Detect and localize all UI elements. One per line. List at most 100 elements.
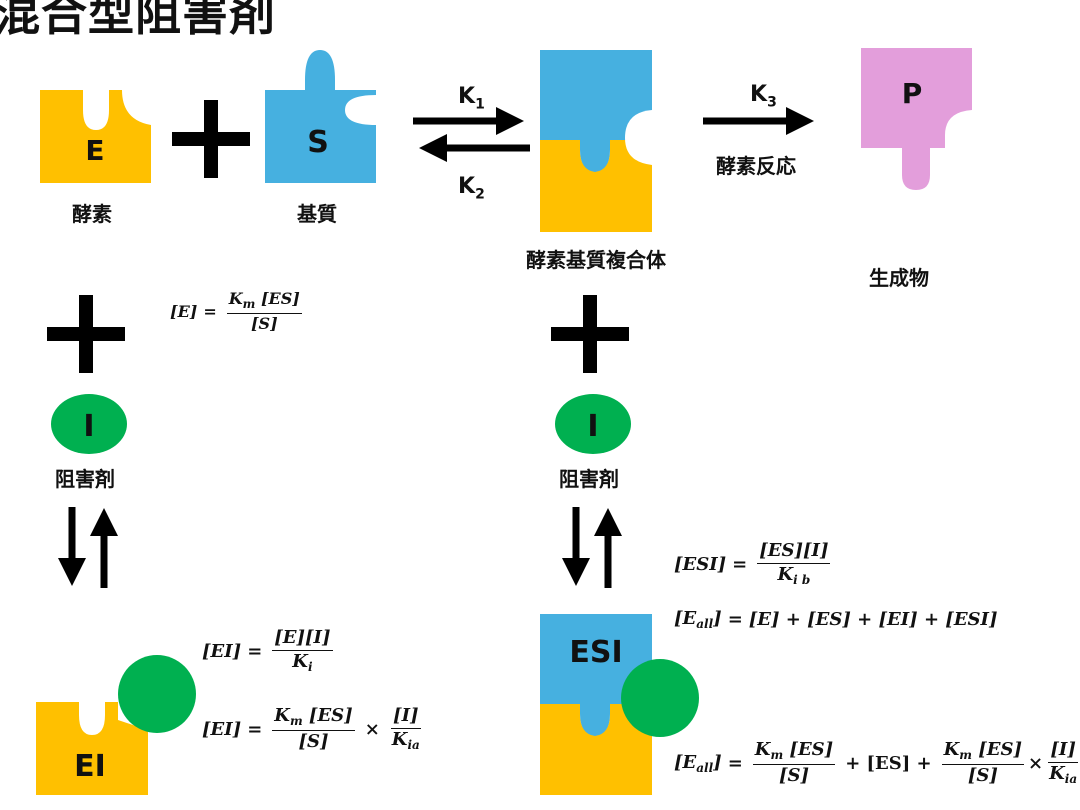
eq-ei2-k2sub: ia — [407, 737, 420, 752]
equals-sign: = — [247, 718, 263, 740]
eq-ei2-k: K — [274, 705, 290, 726]
label-inhibitor-right: 阻害剤 — [559, 467, 619, 491]
product-letter: P — [902, 77, 923, 110]
page-title: 混合型阻害剤 — [0, 0, 276, 41]
eq-ei2-ksub: m — [289, 714, 303, 728]
complex-substrate-tongue — [580, 140, 610, 172]
label-inhibitor-left: 阻害剤 — [55, 467, 115, 491]
eq-eall1-rhs: [E] + [ES] + [EI] + [ESI] — [748, 609, 998, 630]
label-reaction: 酵素反応 — [716, 154, 796, 178]
eq-eall2-k3sub: m — [959, 748, 972, 762]
plus-icon-vertical — [204, 100, 218, 178]
eq-e-free-num: Km [ES] — [226, 289, 302, 314]
eq-esi-ksub: i b — [793, 572, 811, 587]
equation-ei-1: [EI] = [E][I] Ki — [202, 627, 337, 675]
rate-k3-sub: 3 — [767, 94, 777, 111]
inhibitor-right-letter: I — [587, 409, 598, 444]
eq-e-free-den: [S] — [250, 313, 278, 333]
label-substrate: 基質 — [297, 202, 337, 226]
eq-ei2-frac1: Km [ES] [S] — [272, 705, 355, 752]
rate-k3: K3 — [750, 82, 777, 110]
eq-esi-frac: [ES][I] Ki b — [757, 540, 831, 588]
label-product: 生成物 — [869, 266, 929, 290]
rate-k1-letter: K — [458, 84, 476, 109]
eq-ei2-es: [ES] — [308, 705, 353, 726]
rate-k3-letter: K — [750, 82, 768, 107]
substrate-shape — [265, 50, 376, 183]
eq-eall2-plus: + [ES] + — [845, 752, 932, 774]
eq-eall2-lhs: [Eall] — [674, 752, 722, 775]
rate-k1: K1 — [458, 84, 485, 112]
eq-eall2-num: Km [ES] — [752, 739, 836, 765]
eq-eall2-k3: K — [943, 739, 960, 760]
eq-eall2-k2: K — [1049, 762, 1065, 784]
eq-esi-lhs: [ESI] — [674, 553, 727, 575]
eq-ei2-num2: [I] — [391, 705, 421, 729]
eq-ei1-lhs: [EI] — [202, 640, 242, 662]
eq-e-free-es: [ES] — [260, 289, 300, 308]
complex-notch — [625, 110, 652, 165]
equation-e-free: [E] = Km [ES] [S] — [170, 289, 306, 333]
enzyme-letter: E — [85, 134, 104, 167]
eq-ei2-frac2: [I] Kia — [390, 705, 422, 753]
rate-k2-sub: 2 — [475, 186, 485, 203]
equation-e-all-2: [Eall] = Km [ES] [S] + [ES] + Km [ES] [S… — [674, 739, 1080, 786]
inhibitor-left-shape — [51, 394, 127, 454]
complex-enzyme-part — [540, 140, 652, 232]
enzyme-shape — [40, 90, 151, 183]
eq-e-free-ksub: m — [242, 297, 256, 311]
eq-ei2-k2: K — [391, 728, 408, 750]
eq-e-free-lhs: [E] — [170, 302, 198, 322]
esi-substrate-tongue — [580, 704, 610, 736]
label-enzyme: 酵素 — [72, 202, 112, 226]
eq-ei2-den2: Kia — [390, 729, 422, 753]
equation-esi: [ESI] = [ES][I] Ki b — [674, 540, 834, 588]
eq-eall2-frac3: Km [ES] [S] — [941, 739, 1025, 786]
plus-icon-right-vertical — [583, 295, 597, 373]
times-sign: × — [364, 718, 380, 740]
label-complex: 酵素基質複合体 — [526, 248, 666, 272]
times-sign: × — [1028, 752, 1044, 774]
plus-icon-left-vertical — [79, 295, 93, 373]
esi-letter: ESI — [569, 635, 622, 670]
eq-eall1-end: ] — [713, 608, 722, 629]
eq-esi-den: Ki b — [775, 564, 812, 588]
equals-sign: = — [727, 752, 743, 774]
eq-eall2-frac2: [I] Kia — [1047, 739, 1079, 786]
eq-e-free-k: K — [228, 289, 243, 308]
esi-enzyme-part — [540, 704, 652, 795]
eq-eall2-k2sub: ia — [1064, 771, 1078, 786]
eq-ei2-num: Km [ES] — [272, 705, 355, 731]
inhibitor-left-letter: I — [83, 409, 94, 444]
substrate-letter: S — [307, 125, 329, 160]
equals-sign: = — [247, 640, 263, 662]
eq-eall1-sub: all — [696, 617, 714, 631]
eq-ei1-num: [E][I] — [272, 627, 333, 651]
eq-eall2-num3: Km [ES] — [941, 739, 1025, 765]
ei-letter: EI — [74, 749, 106, 784]
equals-sign: = — [732, 553, 748, 575]
rate-k2: K2 — [458, 174, 485, 202]
eq-eall2-frac1: Km [ES] [S] — [752, 739, 836, 786]
ei-enzyme-shape — [36, 702, 148, 795]
ei-inhibitor-shape — [118, 655, 196, 733]
eq-ei1-ksub: i — [307, 659, 313, 674]
eq-e-free-frac: Km [ES] [S] — [226, 289, 302, 333]
eq-eall2-den3: [S] — [967, 764, 998, 786]
rate-k1-sub: 1 — [475, 96, 485, 113]
eq-eall2-ksub: m — [770, 748, 784, 762]
equals-sign: = — [203, 302, 217, 322]
eq-ei1-k: K — [292, 650, 308, 672]
eq-esi-k: K — [777, 563, 794, 585]
eq-eall2-es3: [ES] — [978, 739, 1023, 760]
inhibitor-right-shape — [555, 394, 631, 454]
eq-eall2-end: ] — [713, 751, 722, 773]
product-shape — [861, 48, 972, 190]
eq-eall2-es: [ES] — [789, 739, 834, 760]
eq-eall2-den: [S] — [778, 764, 809, 786]
rate-k2-letter: K — [458, 174, 476, 199]
esi-inhibitor-shape — [621, 659, 699, 737]
eq-ei1-den: Ki — [290, 651, 314, 675]
eq-eall2-k: K — [754, 739, 771, 760]
